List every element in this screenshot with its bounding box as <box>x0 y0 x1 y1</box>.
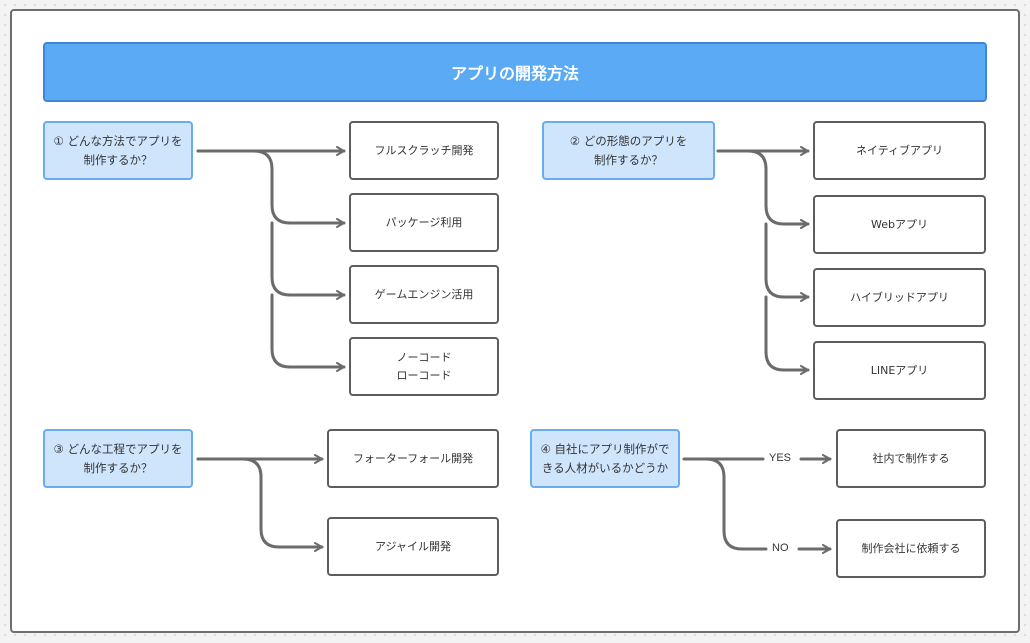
question-box-1: ① どんな方法でアプリを 制作するか？ <box>43 121 193 180</box>
diagram-title: アプリの開発方法 <box>43 42 987 102</box>
connector-g2-o4 <box>764 295 810 375</box>
option-box-3-2: アジャイル開発 <box>327 517 499 576</box>
question-box-2: ② どの形態のアプリを 制作するか？ <box>542 121 715 180</box>
option-box-4-1: 社内で制作する <box>836 429 986 488</box>
connector-g2-o2 <box>716 149 810 229</box>
option-box-1-3: ゲームエンジン活用 <box>349 265 499 324</box>
option-box-2-4: LINEアプリ <box>813 341 986 400</box>
connector-g1-o4 <box>270 293 346 372</box>
option-box-2-3: ハイブリッドアプリ <box>813 268 986 327</box>
question-box-3: ③ どんな工程でアプリを 制作するか？ <box>43 429 193 488</box>
option-box-1-2: パッケージ利用 <box>349 193 499 252</box>
option-box-3-1: フォーターフォール開発 <box>327 429 499 488</box>
question-box-4: ④ 自社にアプリ制作がで きる人材がいるかどうか <box>530 429 680 488</box>
option-box-1-4: ノーコード ローコード <box>349 337 499 396</box>
option-box-1-1: フルスクラッチ開発 <box>349 121 499 180</box>
connector-g3-o2 <box>196 457 324 552</box>
branch-label-yes: YES <box>769 452 792 464</box>
branch-label-no: NO <box>772 542 789 554</box>
connector-g1-o3 <box>270 221 346 300</box>
option-box-2-2: Webアプリ <box>813 195 986 254</box>
connector-g4-no <box>704 457 830 549</box>
connector-g1-o2 <box>196 149 346 228</box>
option-box-2-1: ネイティブアプリ <box>813 121 986 180</box>
option-box-4-2: 制作会社に依頼する <box>836 519 986 578</box>
connector-g2-o3 <box>764 222 810 302</box>
